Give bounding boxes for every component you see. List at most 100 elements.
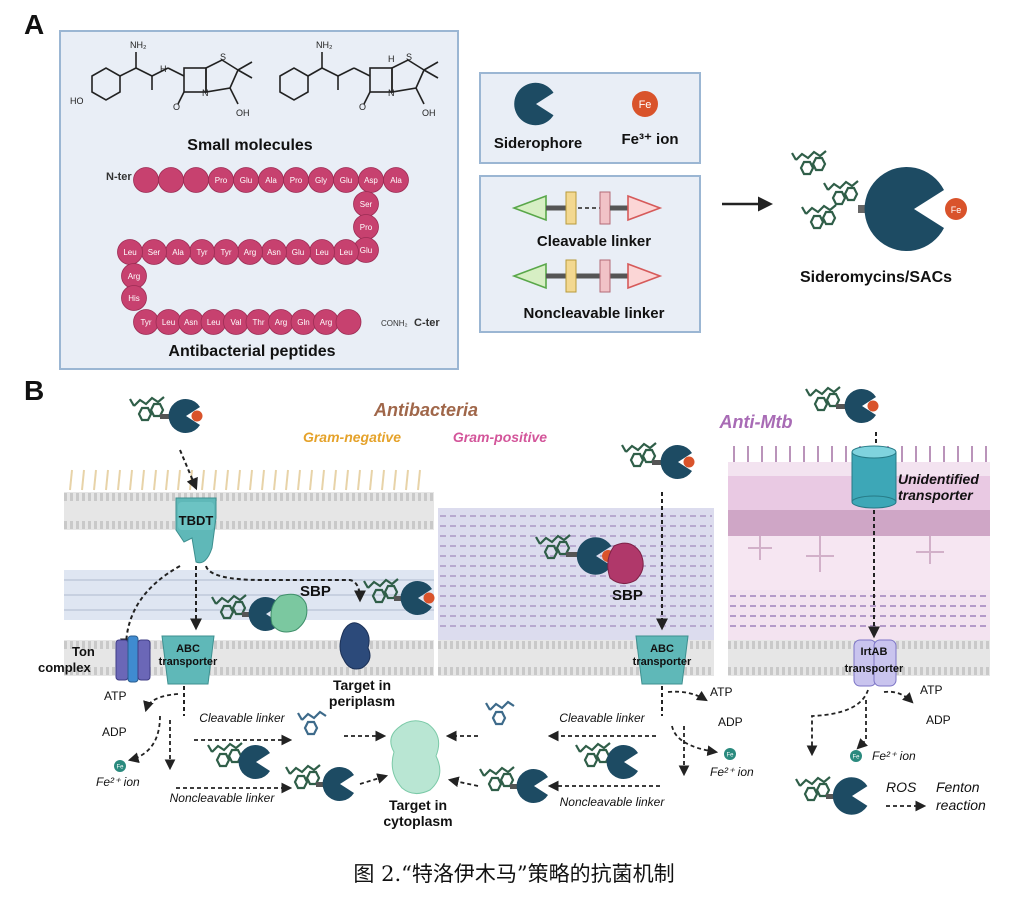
n-ter-label: N-ter (106, 171, 132, 183)
sac-periplasm (362, 577, 435, 615)
adp-label-mtb: ADP (926, 713, 951, 727)
abc-transporter-gn (161, 635, 215, 685)
fe2-label-mtb: Fe²⁺ ion (872, 749, 916, 763)
arrow-mtb-product (806, 689, 869, 757)
amino-acid-label: Arg (128, 272, 140, 281)
siderophore-label: Siderophore (494, 135, 582, 152)
legend-siderophore-box (479, 72, 701, 164)
amino-acid-label: Tyr (140, 318, 151, 327)
atom-s-2: S (406, 52, 412, 62)
amino-acid-label: Gln (297, 318, 309, 327)
amino-acid-label: Tyr (220, 248, 231, 257)
fe-ion-icon (632, 91, 658, 117)
amino-acid-bead (133, 167, 159, 193)
noncleavable-linker-icon (511, 259, 663, 293)
fe2-icon-mtb (850, 750, 862, 762)
atom-h-2: H (388, 54, 395, 64)
amino-acid-bead (383, 167, 409, 193)
c-ter-label: C-ter (414, 317, 440, 329)
amino-acid-label: Ser (360, 200, 373, 209)
unidentified-transporter-label-line1: Unidentified (898, 471, 979, 487)
figure-caption: 图 2.“特洛伊木马”策略的抗菌机制 (353, 862, 675, 886)
anti-mtb-heading: Anti-Mtb (719, 412, 793, 432)
sideromycin-product: Fe (790, 149, 967, 251)
atp-label-gn: ATP (104, 689, 126, 703)
amino-acid-label: Ala (265, 176, 277, 185)
atom-nh2-2: NH₂ (316, 40, 333, 50)
sbp-label-gn: SBP (300, 583, 331, 600)
amino-acid-bead (158, 167, 184, 193)
fe2-icon-gp (724, 748, 736, 760)
ton-complex-label-line1: Ton (72, 644, 95, 659)
ros-label: ROS (886, 779, 917, 795)
amino-acid-label: Val (231, 318, 242, 327)
gram-positive-heading: Gram-positive (453, 429, 547, 445)
arrow-fe2-gp (671, 725, 719, 757)
noncleavable-linker-label: Noncleavable linker (524, 305, 665, 322)
tbdt-label: TBDT (179, 513, 214, 528)
atom-o-2: O (359, 102, 366, 112)
amino-acid-label: Leu (123, 248, 136, 257)
amino-acid-label: Asp (364, 176, 378, 185)
cleavable-linker-label-gp: Cleavable linker (559, 711, 645, 725)
cleavable-linker-label: Cleavable linker (537, 233, 651, 250)
sac-gn-noncleavable (284, 763, 354, 801)
irtab-label-line1: IrtAB (861, 646, 888, 658)
arrow-to-target-gp-2 (447, 776, 479, 788)
fe2-label-gn: Fe²⁺ ion (96, 775, 140, 789)
panel-a-label: A (24, 9, 44, 40)
arrow-fe2-gn (127, 715, 161, 763)
fe3-ion-label: Fe³⁺ ion (621, 131, 678, 148)
sac-sbp-gp (534, 533, 615, 575)
amino-acid-label: Pro (290, 176, 303, 185)
amino-acid-label: Leu (207, 318, 220, 327)
cleavable-linker-label-gn: Cleavable linker (199, 711, 285, 725)
target-periplasm-icon (339, 622, 371, 670)
amino-acid-label: Tyr (196, 248, 207, 257)
fe-ion-symbol: Fe (639, 99, 652, 111)
noncleavable-linker-label-gp: Noncleavable linker (560, 795, 666, 809)
irtab-transporter-icon (853, 639, 897, 687)
atom-ho: HO (70, 96, 84, 106)
released-drug-gp (484, 700, 516, 726)
fe2-label-gp: Fe²⁺ ion (710, 765, 754, 779)
amino-acid-label: His (128, 294, 140, 303)
amino-acid-label: Asn (184, 318, 198, 327)
amino-acid-bead (121, 285, 147, 311)
sac-gram-positive-top (620, 441, 695, 479)
amino-acid-label: Glu (340, 176, 352, 185)
atom-n-2: N (388, 88, 395, 98)
amino-acid-label: Leu (339, 248, 352, 257)
unidentified-transporter-icon (851, 445, 897, 509)
atom-s-1: S (220, 52, 226, 62)
product-fe-symbol: Fe (951, 205, 962, 215)
atp-label-gp: ATP (710, 685, 732, 699)
conh2-label: CONH₂ (381, 319, 408, 328)
sac-sbp-gn (210, 593, 283, 631)
sac-gp-cleavable (574, 741, 638, 779)
sbp-label-gp: SBP (612, 587, 643, 604)
amino-acid-label: Gly (315, 176, 327, 185)
ton-complex-label: complex (38, 660, 92, 675)
tbdt-body (178, 502, 214, 530)
released-drug-gn (296, 710, 328, 736)
arrow-to-target-gn-2 (359, 773, 389, 785)
abc-transporter-gp (635, 635, 689, 685)
amino-acid-label: Arg (244, 248, 256, 257)
small-molecules-title: Small molecules (187, 137, 312, 154)
sac-gram-negative-top (128, 395, 203, 433)
amino-acid-label: Thr (253, 318, 265, 327)
amino-acid-label: Arg (320, 318, 332, 327)
amino-acid-label: Leu (162, 318, 175, 327)
legend-linker-box (479, 175, 701, 333)
fe2-icon-gn (114, 760, 126, 772)
atom-o-1: O (173, 102, 180, 112)
atom-oh-1: OH (236, 108, 250, 118)
adp-label-gp: ADP (718, 715, 743, 729)
sac-gn-cleavable (206, 741, 270, 779)
arrow-tbdt-ton (120, 565, 181, 651)
panel-b-label: B (24, 375, 44, 406)
amino-acid-label: Glu (240, 176, 252, 185)
